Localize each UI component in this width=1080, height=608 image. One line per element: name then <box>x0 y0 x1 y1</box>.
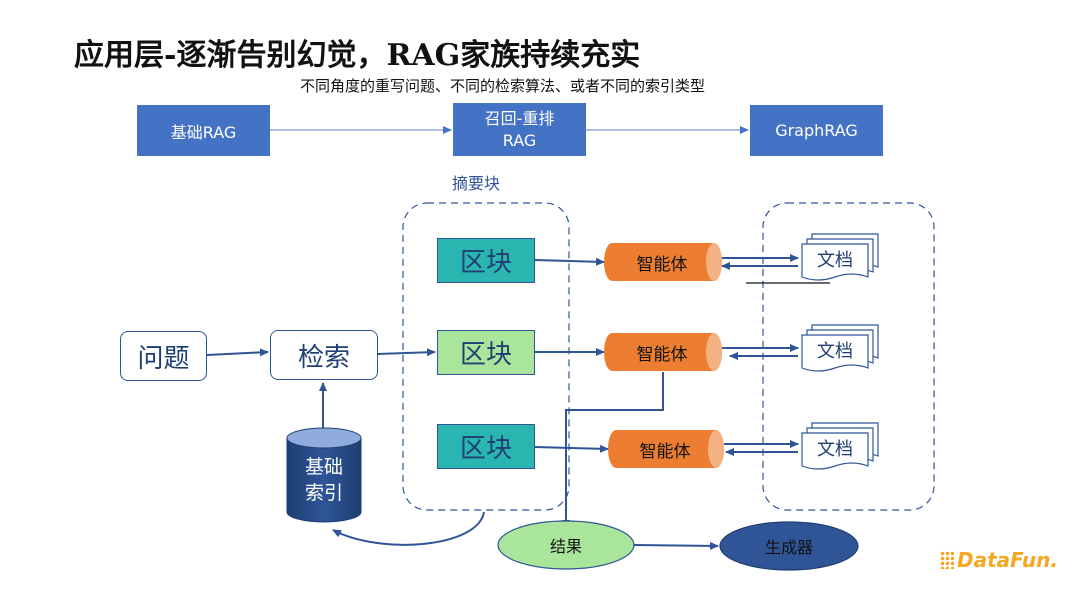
arrow-agent-to-result <box>562 372 664 529</box>
document-1-label: 文档 <box>817 250 853 271</box>
arrow-question-to-retrieval <box>206 348 269 357</box>
block-1-label: 区块 <box>459 248 512 278</box>
basic-index-line1: 基础 <box>304 456 343 478</box>
retrieval-box: 检索 <box>270 330 378 380</box>
block-3-label: 区块 <box>459 434 512 464</box>
agent-cylinder-3 <box>608 430 724 468</box>
document-1-label-wrap: 文档 <box>802 244 868 274</box>
agent-3-label: 智能体 <box>639 441 691 462</box>
logo-text: DataFun. <box>957 548 1058 572</box>
arrow-block1-to-agent1 <box>534 257 605 266</box>
document-2-label: 文档 <box>817 341 853 362</box>
agent-cylinder-2 <box>604 333 722 371</box>
document-stack-1 <box>801 233 879 281</box>
generator-ellipse <box>719 521 859 571</box>
agent-2-label-wrap: 智能体 <box>612 333 712 371</box>
generator-label: 生成器 <box>764 538 813 557</box>
retrieval-label: 检索 <box>297 342 350 373</box>
agent-1-label-wrap: 智能体 <box>612 243 712 281</box>
generator-label-wrap: 生成器 <box>720 531 858 561</box>
graph-rag-box: GraphRAG <box>750 105 883 156</box>
document-2-label-wrap: 文档 <box>802 335 868 365</box>
summary-container <box>402 202 570 511</box>
page-title: 应用层-逐渐告别幻觉，RAG家族持续充实 <box>74 38 641 73</box>
agent-2-label: 智能体 <box>636 344 688 365</box>
document-3-label-wrap: 文档 <box>802 433 868 463</box>
arrow-block3-to-agent3 <box>534 444 609 453</box>
document-stack-2 <box>801 324 879 372</box>
block-2-label: 区块 <box>459 340 512 370</box>
recall-rerank-rag-box: 召回-重排 RAG <box>453 103 586 156</box>
arrow-summary-to-index <box>332 511 485 546</box>
question-box: 问题 <box>120 331 207 381</box>
agent-3-label-wrap: 智能体 <box>616 430 714 468</box>
arrow-result-to-generator <box>633 541 719 550</box>
agent-1-label: 智能体 <box>636 254 688 275</box>
result-label-wrap: 结果 <box>498 530 634 560</box>
arrow-retrieval-to-block <box>377 348 436 357</box>
block-3: 区块 <box>437 424 535 469</box>
question-label: 问题 <box>137 343 190 374</box>
document-stack-3 <box>801 422 879 470</box>
result-label: 结果 <box>549 537 582 556</box>
recall-rerank-label-line2: RAG <box>502 130 537 150</box>
basic-index-text: 基础 索引 <box>287 452 361 508</box>
basic-index-cylinder <box>286 427 362 523</box>
basic-rag-box: 基础RAG <box>137 105 270 156</box>
graph-rag-label: GraphRAG <box>775 121 858 140</box>
logo-dots-icon <box>940 551 954 569</box>
block-1: 区块 <box>437 238 535 283</box>
page-subtitle: 不同角度的重写问题、不同的检索算法、或者不同的索引类型 <box>300 77 706 95</box>
basic-rag-label: 基础RAG <box>170 122 237 142</box>
datafun-logo: DataFun. <box>940 548 1058 572</box>
recall-rerank-label-line1: 召回-重排 <box>484 108 555 128</box>
basic-index-line2: 索引 <box>304 482 343 504</box>
summary-block-label: 摘要块 <box>452 174 501 193</box>
result-ellipse <box>497 520 635 570</box>
block-2: 区块 <box>437 330 535 375</box>
agent-cylinder-1 <box>604 243 722 281</box>
document-3-label: 文档 <box>817 439 853 460</box>
